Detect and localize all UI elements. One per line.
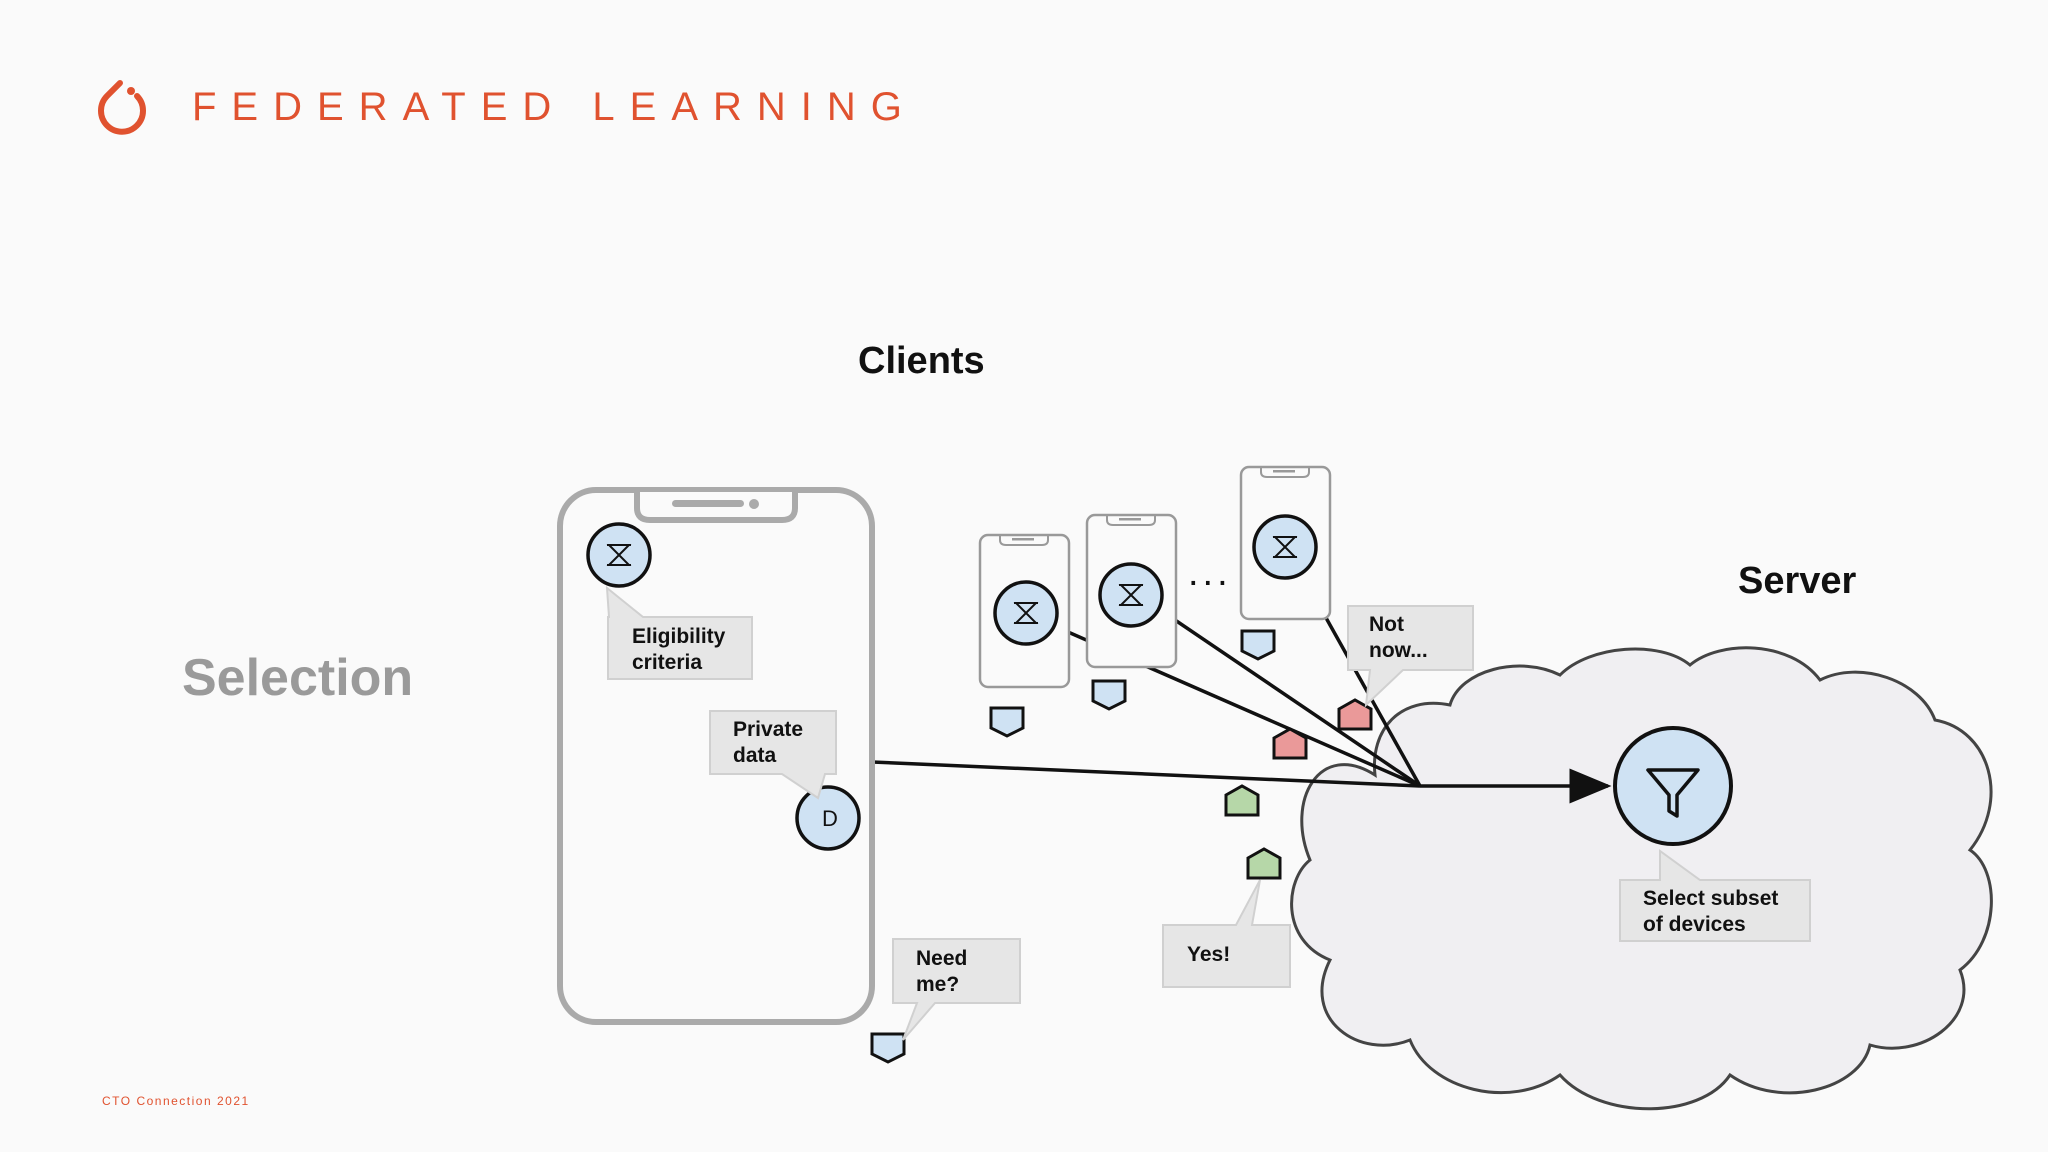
stage-label: Selection: [182, 649, 414, 707]
callout-need-me-box: [892, 938, 1021, 1041]
callout-not-now-box: [1347, 605, 1474, 708]
hourglass-icon: [1098, 562, 1164, 628]
filter-icon: [1613, 726, 1733, 846]
server-label: Server: [1738, 560, 1857, 602]
server-cloud: [1290, 646, 1993, 1111]
request-token-icon: [1240, 629, 1276, 661]
pytorch-logo-icon: [98, 80, 146, 135]
hourglass-icon: [586, 522, 652, 588]
data-icon-letter: D: [822, 806, 838, 831]
callout-eligibility-box: [605, 585, 753, 680]
rejected-token-icon: [1272, 727, 1308, 760]
rejected-token-icon: [1337, 698, 1373, 731]
callout-not-now-text: Not now...: [1369, 613, 1428, 662]
callout-private-data-text: Private data: [733, 718, 804, 767]
accepted-token-icon: [1224, 784, 1260, 817]
request-token-icon: [989, 706, 1025, 738]
callout-eligibility-text: Eligibility criteria: [632, 625, 726, 674]
callout-need-me-text: Need me?: [916, 947, 968, 996]
clients-label: Clients: [858, 340, 985, 382]
callout-select-subset-text: Select subset of devices: [1643, 887, 1779, 936]
callout-select-subset-box: [1619, 849, 1811, 942]
callout-yes-text: Yes!: [1187, 943, 1231, 966]
slide-header: FEDERATED LEARNING: [98, 72, 917, 142]
slide-footer: CTO Connection 2021: [102, 1094, 250, 1108]
request-token-icon: [870, 1032, 906, 1064]
accepted-token-icon: [1246, 847, 1282, 880]
callout-private-data-box: [709, 710, 837, 800]
private-data-icon: D: [795, 785, 861, 851]
ellipsis-label: ...: [1188, 552, 1232, 594]
request-token-icon: [1091, 679, 1127, 711]
hourglass-icon: [993, 580, 1059, 646]
callout-yes-box: [1162, 879, 1291, 988]
slide-title: FEDERATED LEARNING: [192, 84, 917, 129]
hourglass-icon: [1252, 514, 1318, 580]
